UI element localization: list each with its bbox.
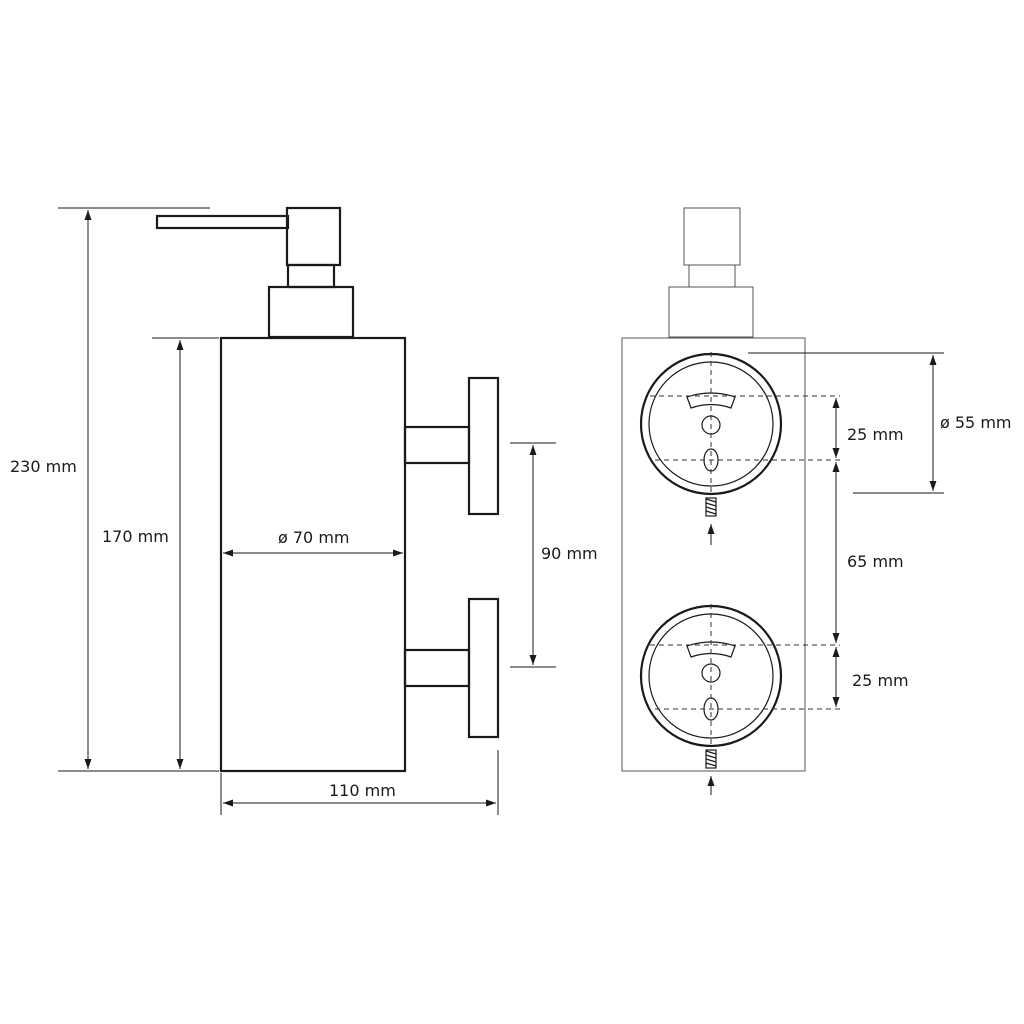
label-bracket-spacing: 90 mm [541, 544, 598, 563]
upper-wall-flange [467, 376, 500, 516]
bottom-screw-icon [705, 749, 717, 795]
upper-bracket-arm [403, 425, 471, 465]
label-flange-diameter: ø 55 mm [940, 413, 1012, 432]
top-mounting-flange [639, 352, 840, 496]
back-pump-collar [668, 286, 754, 338]
container-body [219, 336, 407, 773]
label-hole-spacing-mid: 65 mm [847, 552, 904, 571]
label-depth: 110 mm [329, 781, 396, 800]
pump-head [285, 206, 342, 267]
pump-neck [286, 263, 336, 289]
label-body-diameter: ø 70 mm [278, 528, 350, 547]
pump-spout [155, 214, 290, 230]
back-pump-neck [688, 264, 736, 288]
bottom-mounting-flange [639, 604, 840, 748]
back-view: ø 55 mm 25 mm 65 mm 25 mm [621, 207, 1012, 795]
label-total-height: 230 mm [10, 457, 77, 476]
back-pump-head [683, 207, 741, 266]
pump-collar [267, 285, 355, 339]
lower-wall-flange [467, 597, 500, 739]
side-view: 230 mm 170 mm ø 70 mm 110 mm 90 mm [10, 206, 598, 815]
back-plate [621, 337, 806, 772]
label-hole-spacing-bottom: 25 mm [852, 671, 909, 690]
lower-bracket-arm [403, 648, 471, 688]
top-screw-icon [705, 497, 717, 545]
label-body-height: 170 mm [102, 527, 169, 546]
label-hole-spacing-top: 25 mm [847, 425, 904, 444]
